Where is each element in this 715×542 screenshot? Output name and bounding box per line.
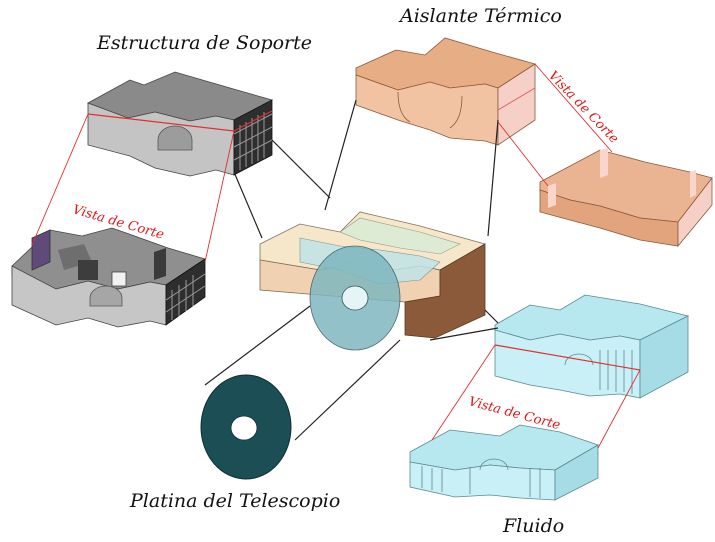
label-telescope-platen: Platina del Telescopio [129, 490, 340, 512]
fluid-block [494, 294, 690, 399]
label-insulation-cut-view: Vista de Corte [545, 68, 621, 146]
label-fluid-cut-view: Vista de Corte [467, 394, 562, 433]
assembly-block [259, 211, 487, 351]
support-structure-block [87, 71, 274, 177]
assembly-connector-lines [204, 99, 499, 441]
fluid-cut-connectors [431, 344, 641, 449]
telescope-platen-disk [200, 374, 292, 480]
support-cut-connectors [31, 113, 235, 263]
fluid-cut-view [409, 424, 599, 501]
support-cut-view [11, 227, 206, 328]
insulation-block [355, 37, 536, 146]
label-support-structure: Estructura de Soporte [96, 32, 312, 54]
insulation-cut-view [539, 148, 713, 248]
insulation-cut-connectors [497, 63, 613, 187]
label-fluid: Fluido [502, 515, 564, 537]
label-thermal-insulation: Aislante Térmico [398, 5, 562, 27]
